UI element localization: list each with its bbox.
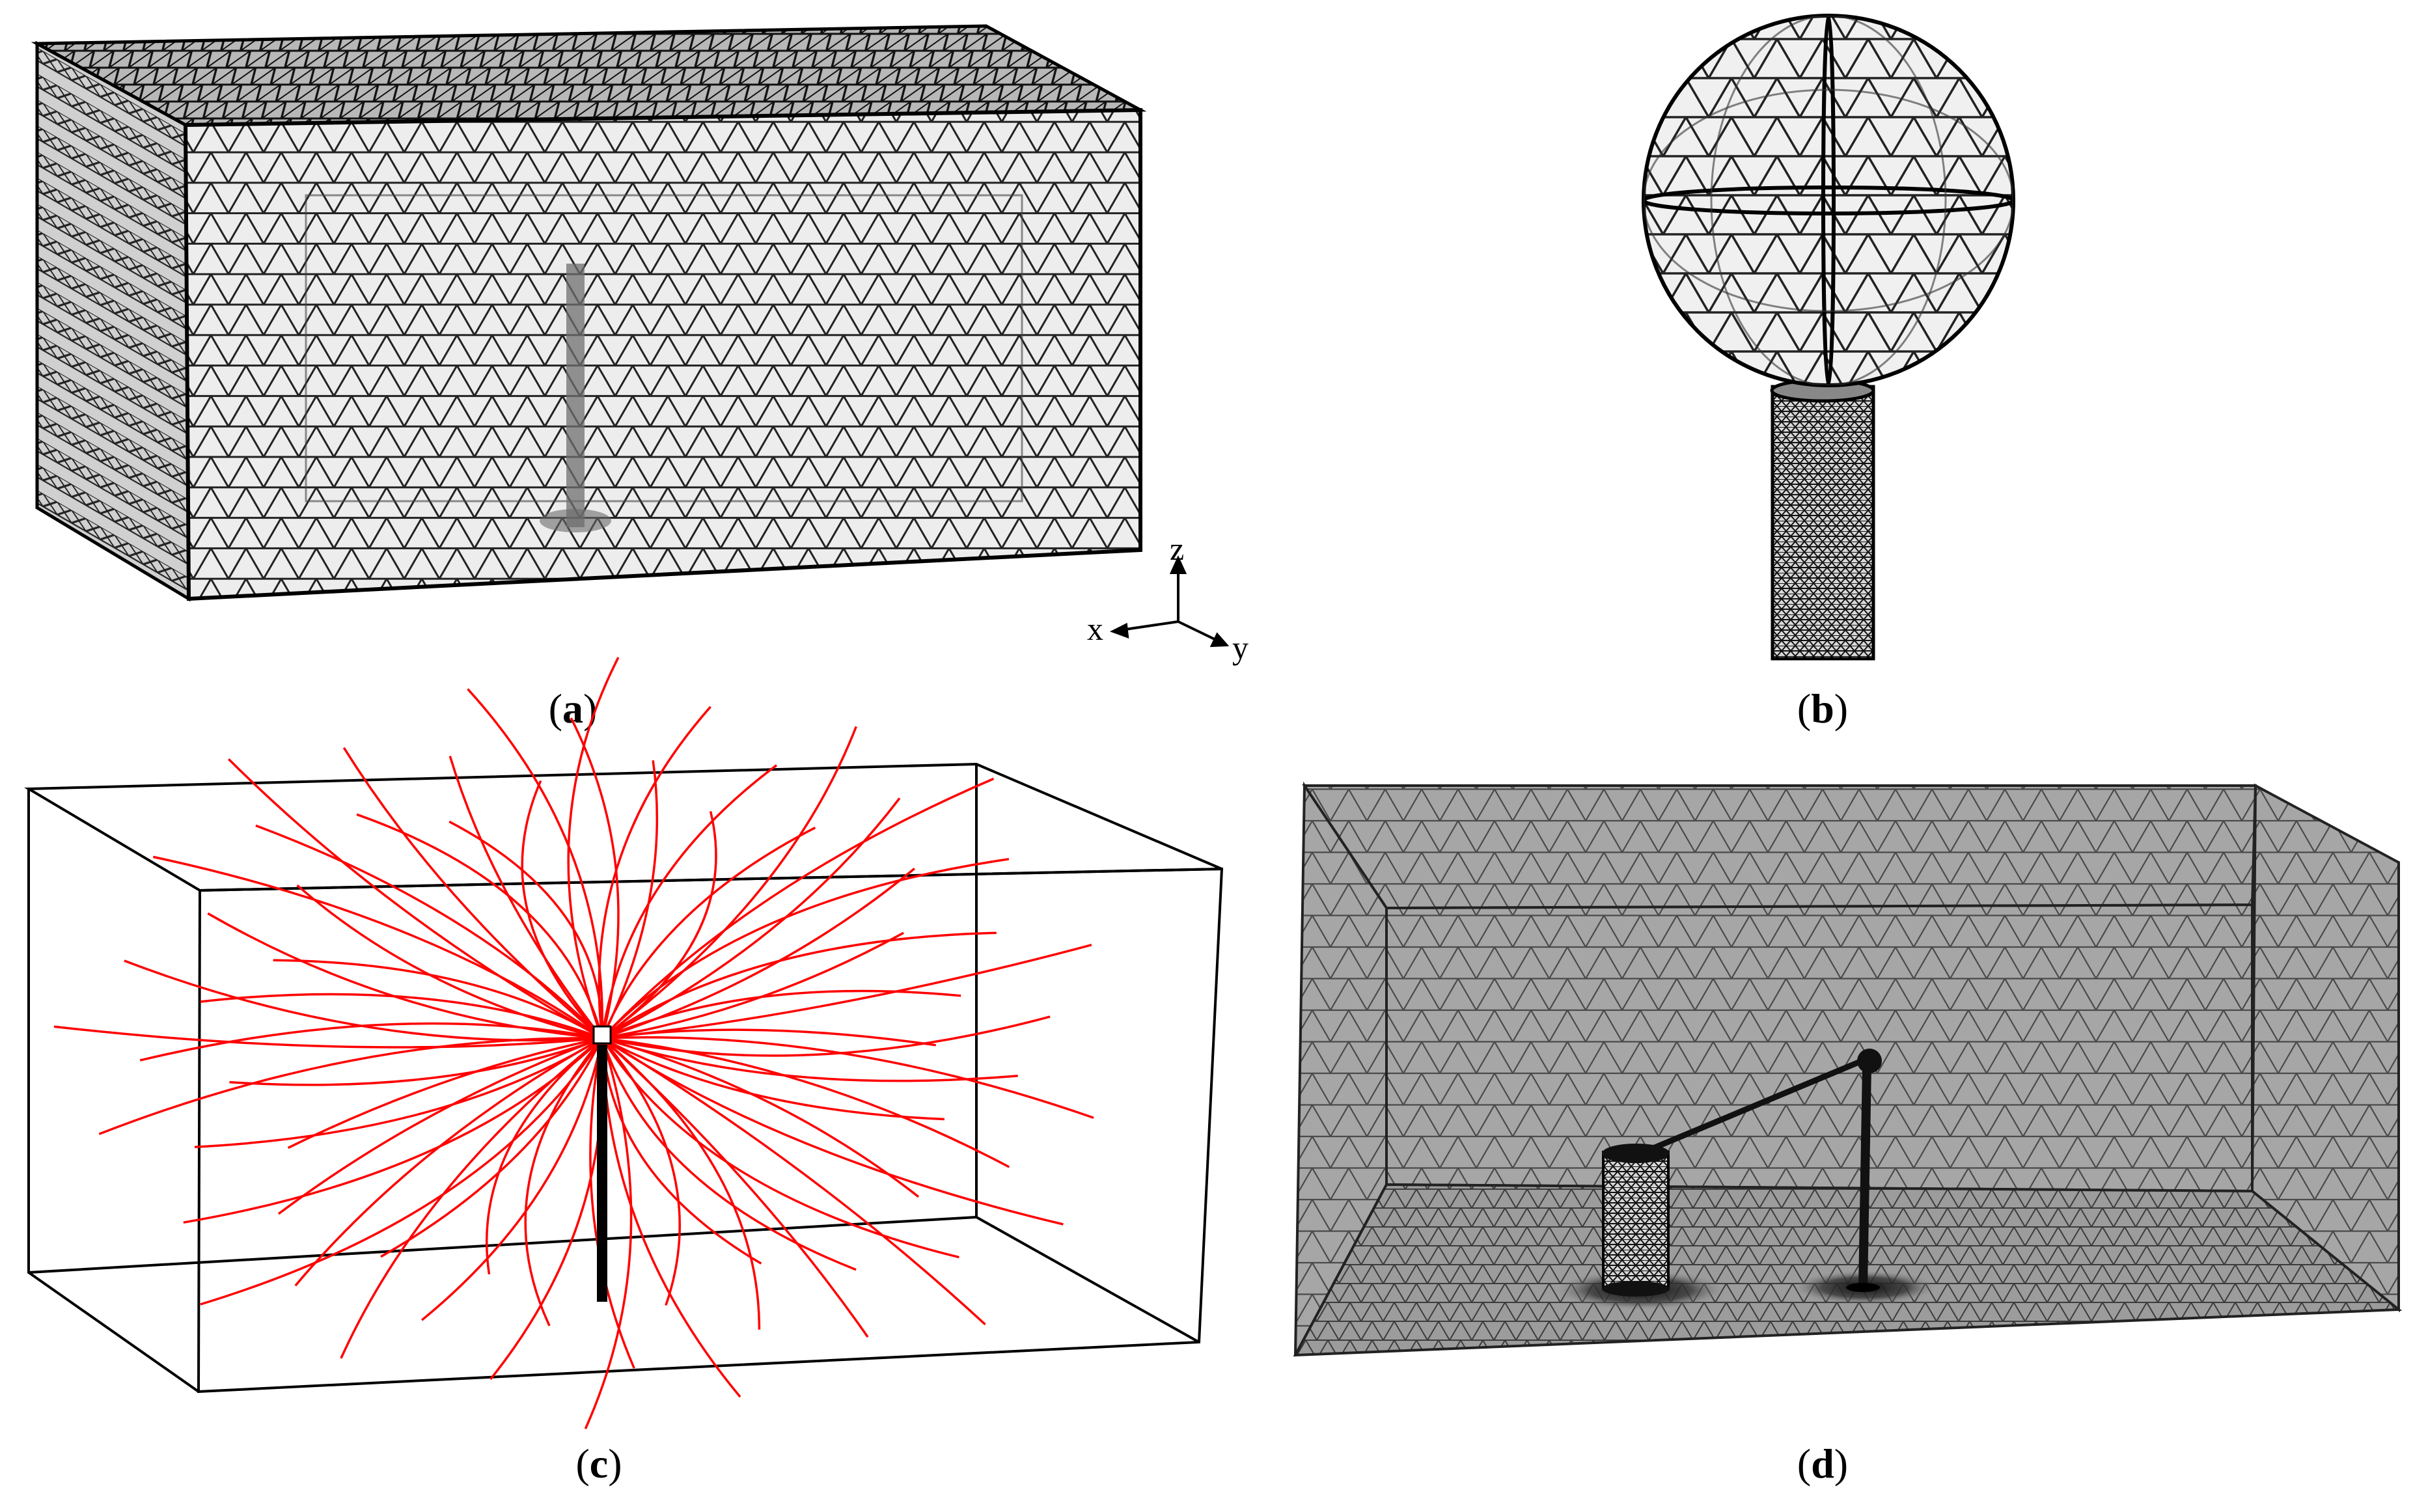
rod-c-tip (592, 1025, 612, 1045)
caption-d: (d) (1797, 1440, 1848, 1487)
field-line (601, 1038, 857, 1271)
field-line (200, 1038, 603, 1306)
field-line (601, 1037, 681, 1306)
room-d-back-wall (1385, 903, 2254, 1193)
box-a-inner-back (305, 194, 1023, 502)
cylinder-d-base (1602, 1281, 1670, 1297)
field-line (601, 1015, 1051, 1057)
field-line (601, 858, 1010, 1039)
field-line (601, 777, 995, 1039)
field-line (200, 993, 603, 1039)
panel-d: (d) (1293, 781, 2403, 1487)
field-line (207, 912, 603, 1039)
field-line (229, 1037, 603, 1086)
field-line (124, 959, 603, 1042)
field-line (294, 1037, 603, 1287)
sphere-d (1857, 1049, 1882, 1073)
field-line (342, 747, 603, 1039)
rod-a (566, 264, 585, 527)
field-line (601, 764, 778, 1039)
box-a-left-face (35, 40, 191, 602)
caption-b: (b) (1797, 685, 1848, 732)
field-line (601, 989, 961, 1039)
field-line (53, 1025, 603, 1049)
rod-a-base (540, 509, 611, 532)
room-d-floor (1293, 1183, 2403, 1357)
field-line (601, 1037, 920, 1198)
field-line (601, 1037, 1018, 1082)
field-line (584, 1038, 633, 1429)
field-line (296, 884, 603, 1039)
field-line (183, 1037, 603, 1224)
field-line (601, 944, 1092, 1039)
field-line (521, 780, 603, 1039)
axis-z-label: z (1170, 530, 1184, 567)
room-d-ceiling (1302, 784, 2257, 910)
field-line (601, 726, 857, 1039)
panel-a: z x y (a) (31, 24, 1248, 732)
panel-b: (b) (1642, 14, 2015, 732)
box-a-front-face (183, 107, 1142, 601)
caption-c: (c) (575, 1440, 622, 1487)
field-line (227, 758, 603, 1039)
pole-d (1858, 1067, 1871, 1288)
field-line (601, 1037, 761, 1330)
field-line (194, 1037, 603, 1148)
field-line (567, 657, 620, 1039)
field-line (489, 1038, 605, 1381)
field-line (380, 1038, 603, 1258)
cylinder-d (1602, 1151, 1670, 1290)
field-line (277, 1037, 603, 1215)
field-line (598, 706, 711, 1039)
axis-x-label: x (1087, 611, 1103, 647)
rod-c (597, 1045, 607, 1302)
sphere-b (1642, 14, 2015, 387)
field-line (152, 855, 603, 1039)
field-line (589, 1038, 635, 1369)
field-line (467, 688, 604, 1039)
field-lines (53, 657, 1094, 1429)
box-a-top-face (31, 24, 1147, 127)
axis-triad (1109, 555, 1230, 648)
field-line (255, 824, 603, 1039)
field-line (601, 827, 816, 1039)
rod-b (1771, 385, 1875, 661)
axis-y-label: y (1232, 629, 1248, 666)
wire-d (1646, 1056, 1866, 1154)
field-line (601, 1037, 869, 1338)
field-line (287, 1037, 603, 1149)
field-line (139, 1022, 603, 1062)
field-line (421, 1038, 603, 1321)
field-line (601, 1037, 986, 1326)
panel-c: (c) (24, 657, 1224, 1487)
field-line (601, 1037, 945, 1121)
field-line (601, 797, 901, 1039)
field-line (601, 1037, 1010, 1168)
field-line (601, 760, 659, 1039)
field-line (273, 959, 603, 1039)
field-line (601, 931, 997, 1039)
field-line (448, 756, 603, 1039)
